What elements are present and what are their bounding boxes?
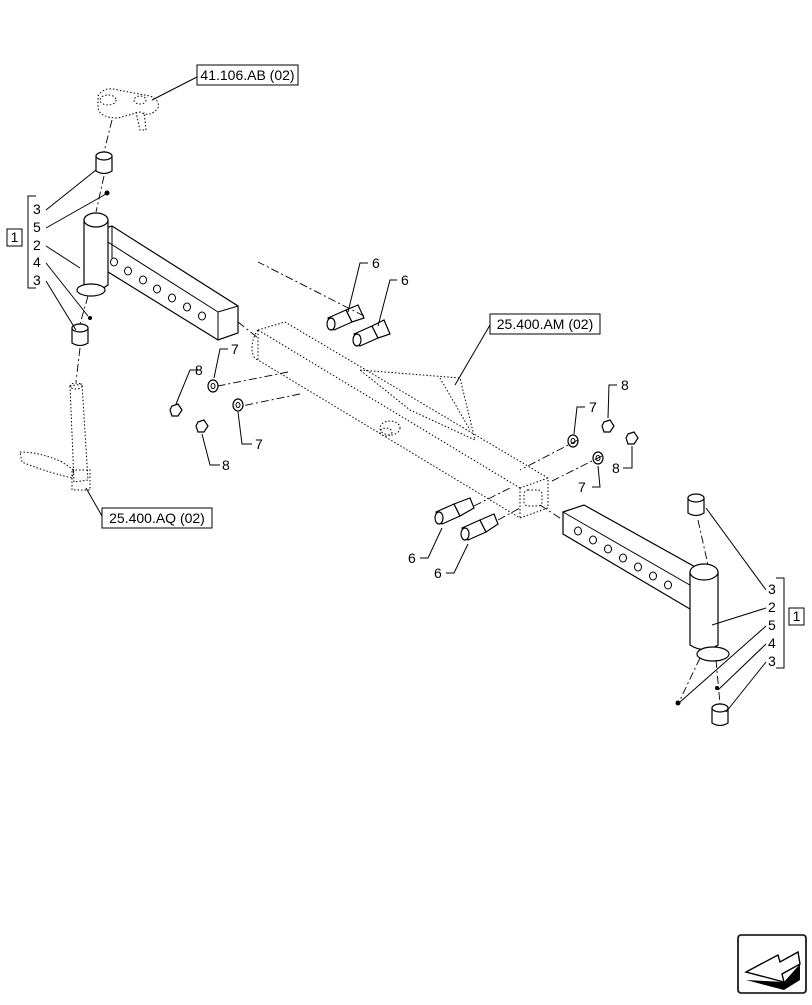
pin-lower-b	[460, 513, 499, 541]
right-item-1: 3	[768, 581, 776, 597]
left-item-2: 5	[33, 219, 41, 235]
steering-arm-top	[97, 88, 159, 131]
right-extension-tube	[562, 504, 730, 662]
arrow-back-icon[interactable]	[737, 934, 807, 994]
reference-top-left[interactable]: 41.106.AB (02)	[196, 64, 299, 86]
right-item-2: 2	[768, 599, 776, 615]
reference-center[interactable]: 25.400.AM (02)	[489, 313, 601, 335]
callout-numbers: 6 6 6 6 8 7 8 7 7 8 7 8	[195, 255, 629, 581]
right-group-number: 1	[793, 608, 801, 624]
callout-pin-lower-a: 6	[408, 550, 416, 566]
callout-washer-right-lower: 7	[578, 479, 586, 495]
axle-beam	[251, 321, 549, 519]
bushing-left-top	[95, 151, 113, 175]
tube-holes-left	[110, 257, 206, 321]
assembly-center-lines	[75, 119, 721, 705]
pin-upper-b	[352, 319, 391, 347]
reference-center-label: 25.400.AM (02)	[497, 316, 594, 332]
reference-bottom-left[interactable]: 25.400.AQ (02)	[101, 507, 213, 529]
leader-lines	[45, 76, 767, 713]
bushing-right-top	[687, 493, 705, 517]
callout-pin-upper-a: 6	[372, 255, 380, 271]
callout-pin-upper-b: 6	[401, 272, 409, 288]
callout-nut-right-upper: 8	[621, 377, 629, 393]
tube-holes-right	[574, 526, 672, 590]
callout-pin-lower-b: 6	[434, 565, 442, 581]
left-item-4: 4	[33, 254, 41, 270]
callout-washer-left-upper: 7	[231, 341, 239, 357]
right-item-4: 4	[768, 635, 776, 651]
pin-upper-a	[326, 304, 365, 331]
right-item-5: 3	[768, 653, 776, 669]
washers-and-nuts	[169, 379, 639, 465]
grease-fitting-right	[675, 700, 681, 706]
left-item-3: 2	[33, 237, 41, 253]
right-item-3: 5	[768, 617, 776, 633]
left-item-1: 3	[33, 201, 41, 217]
bushing-right-bottom	[711, 703, 729, 727]
left-item-5: 3	[33, 272, 41, 288]
reference-top-left-label: 41.106.AB (02)	[200, 67, 294, 83]
reference-bottom-left-label: 25.400.AQ (02)	[109, 510, 205, 526]
stub-axle-left	[19, 382, 91, 491]
callout-nut-left-upper: 8	[195, 362, 203, 378]
left-extension-tube	[76, 212, 239, 341]
right-group-bracket: 1 3 2 5 4 3	[768, 577, 805, 669]
left-group-bracket: 1 3 5 2 4 3	[6, 195, 41, 289]
shim-right	[715, 686, 719, 690]
callout-nut-right-lower: 8	[612, 460, 620, 476]
callout-washer-right-upper: 7	[589, 399, 597, 415]
pin-lower-a	[434, 497, 475, 525]
callout-washer-left-lower: 7	[255, 436, 263, 452]
callout-nut-left-lower: 8	[222, 457, 230, 473]
shim-left	[88, 316, 92, 320]
left-group-number: 1	[11, 229, 19, 245]
